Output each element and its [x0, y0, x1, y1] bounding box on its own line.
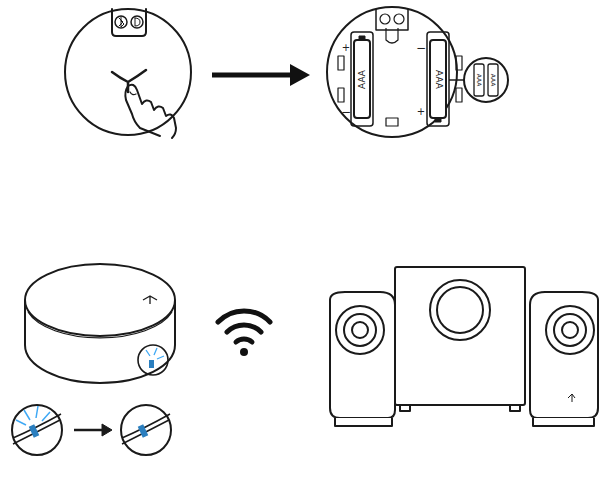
- satellite-speaker: [530, 292, 598, 418]
- satellite-speaker: [330, 292, 395, 418]
- groove: [112, 70, 146, 92]
- battery-label: AAA: [433, 70, 442, 89]
- button-tab: [112, 9, 146, 36]
- wifi-symbol: [218, 311, 270, 342]
- battery-slot: [427, 32, 449, 126]
- light-callout: [138, 345, 168, 375]
- zoom-circle: [121, 405, 171, 455]
- battery-slot: [351, 32, 373, 126]
- state-arrow: [74, 429, 104, 432]
- device-back: [327, 7, 457, 137]
- battery-label: AAA: [357, 70, 366, 89]
- zoom-circle: [12, 405, 62, 455]
- battery-label: AAA: [490, 74, 496, 87]
- battery: [354, 40, 370, 118]
- polarity-mark: +: [417, 107, 425, 117]
- logo-mark: [143, 296, 157, 304]
- battery-label: AAA: [476, 74, 482, 87]
- leader-line: [449, 79, 464, 81]
- battery: [488, 64, 498, 96]
- hand: [125, 85, 176, 138]
- battery: [474, 64, 484, 96]
- woofer: [430, 280, 490, 340]
- battery: [430, 40, 446, 118]
- polarity-mark: +: [342, 43, 350, 53]
- hub-top: [25, 264, 175, 336]
- zoom-circle: [464, 58, 508, 102]
- arrow-head: [290, 64, 310, 86]
- polarity-mark: −: [416, 42, 426, 54]
- step-arrow: [212, 73, 292, 78]
- subwoofer: [395, 267, 525, 405]
- polarity-mark: −: [341, 106, 351, 118]
